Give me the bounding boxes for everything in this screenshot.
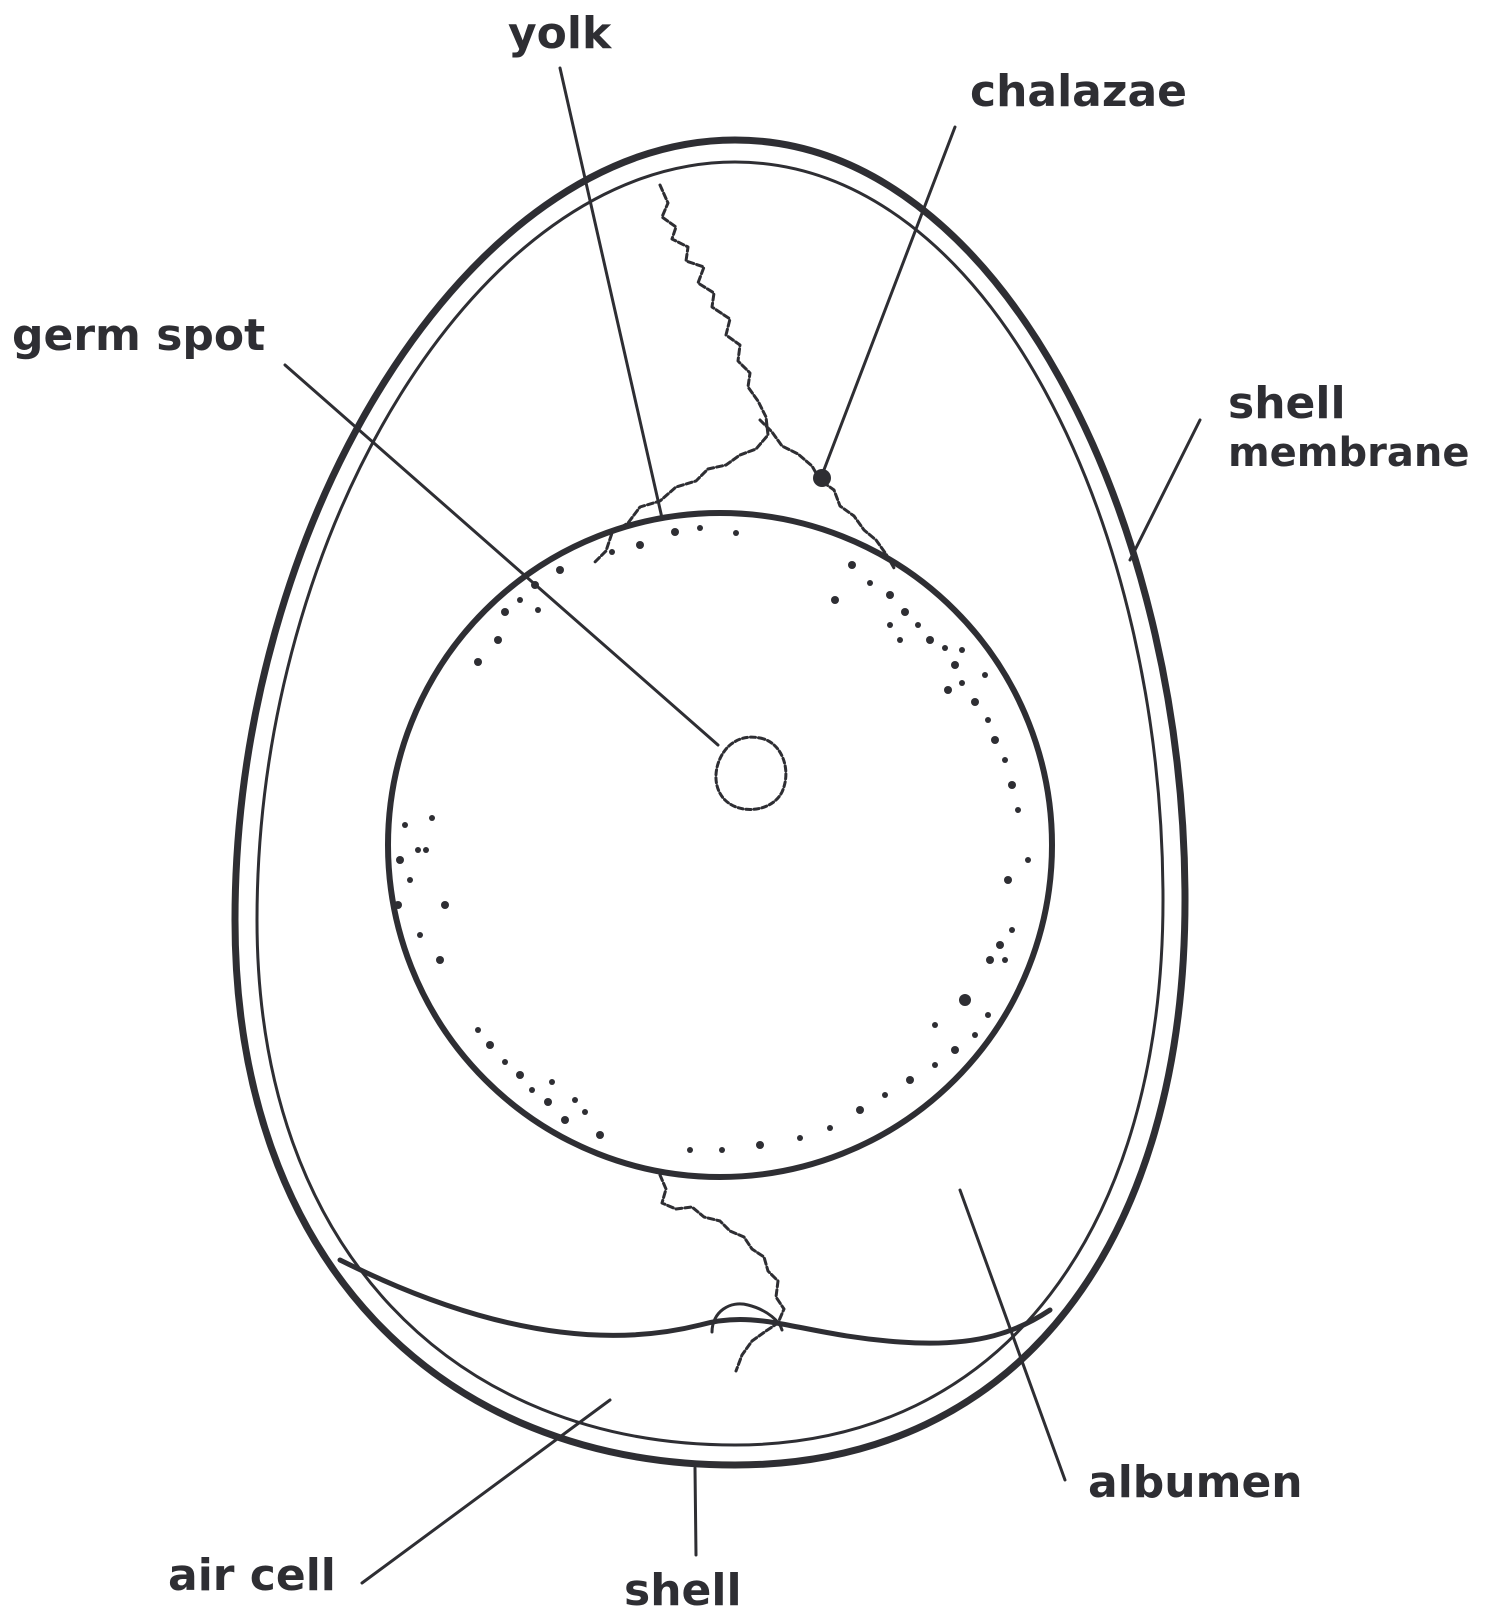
yolk-stipple bbox=[394, 525, 1031, 1153]
shell-outline bbox=[235, 140, 1185, 1465]
chalaza-attachment-dot bbox=[813, 469, 831, 487]
label-yolk: yolk bbox=[508, 8, 613, 59]
germ-spot-leader bbox=[285, 365, 718, 745]
air-cell-outline bbox=[340, 1260, 1050, 1343]
label-air-cell: air cell bbox=[168, 1550, 336, 1601]
germ-spot bbox=[716, 737, 786, 809]
upper-chalaza-right bbox=[760, 420, 894, 568]
label-chalazae: chalazae bbox=[970, 66, 1187, 117]
label-germ-spot: germ spot bbox=[12, 310, 265, 361]
label-albumen: albumen bbox=[1088, 1457, 1303, 1508]
shell-leader bbox=[695, 1468, 696, 1555]
label-shell-membrane-line2: membrane bbox=[1228, 430, 1469, 476]
yolk-circle bbox=[388, 513, 1052, 1177]
chalazae-leader bbox=[822, 127, 955, 475]
lower-chalaza bbox=[660, 1175, 784, 1371]
upper-chalaza bbox=[594, 185, 768, 563]
shell-membrane-leader bbox=[1130, 420, 1200, 560]
yolk-leader bbox=[560, 68, 662, 518]
label-shell: shell bbox=[624, 1565, 742, 1614]
label-shell-membrane-line1: shell bbox=[1228, 378, 1346, 429]
air-cell-leader bbox=[362, 1400, 610, 1583]
